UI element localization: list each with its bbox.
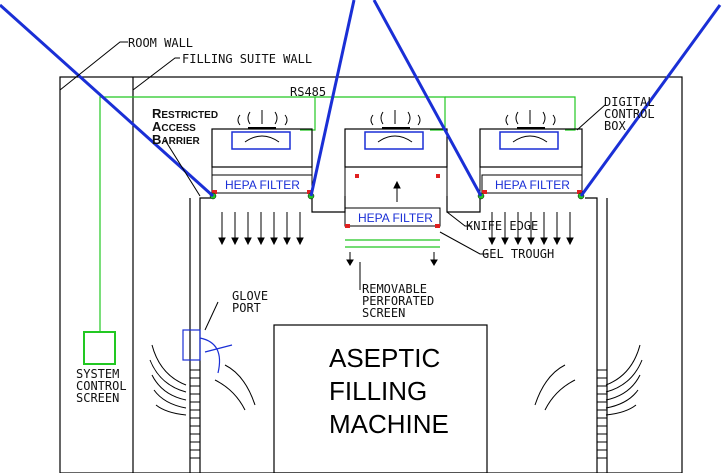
- machine-line-2: FILLING: [329, 376, 427, 406]
- beam-lines: [0, 0, 722, 198]
- control-screen-label: CONTROL: [76, 379, 127, 393]
- left-arrows: [218, 212, 304, 246]
- ffu-center: [344, 110, 448, 227]
- wall-bays: [190, 369, 607, 459]
- center-up-arrow: [393, 180, 401, 202]
- filling-machine: [273, 324, 488, 473]
- system-label: SYSTEM: [76, 367, 119, 381]
- center-step: [311, 196, 346, 213]
- digital-label: DIGITAL: [604, 95, 655, 109]
- exhaust-inner: [214, 364, 576, 411]
- rab-line-2: ACCESS: [152, 119, 196, 134]
- rs485-label: RS485: [290, 85, 326, 99]
- barrier-enclosure-right: [585, 197, 598, 473]
- ffu-right: [479, 110, 583, 196]
- glove-port[interactable]: [182, 329, 233, 374]
- red-markers: [212, 174, 582, 228]
- barrier-enclosure: [199, 197, 213, 473]
- hepa-filter-right: HEPA FILTER: [495, 178, 570, 192]
- gel-trough-label: GEL TROUGH: [482, 247, 554, 261]
- glove-label: GLOVE: [232, 289, 268, 303]
- right-arrows: [488, 212, 574, 246]
- control-wiring: [83, 96, 576, 365]
- downflow-arrows: [218, 180, 574, 266]
- room-wall-outline: [59, 76, 683, 473]
- room-wall-label: ROOM WALL: [128, 36, 193, 50]
- knife-edge-label: KNIFE EDGE: [466, 219, 538, 233]
- perforated-label: PERFORATED: [362, 294, 434, 308]
- machine-line-1: ASEPTIC: [329, 343, 440, 373]
- rab-line-3: BARRIER: [152, 132, 201, 147]
- center-small-arrows: [346, 252, 438, 266]
- leader-lines: [59, 41, 606, 331]
- exhaust-left: [149, 344, 187, 416]
- hepa-filter-center: HEPA FILTER: [358, 211, 433, 225]
- filling-suite-wall-label: FILLING SUITE WALL: [182, 52, 312, 66]
- machine-line-3: MACHINE: [329, 409, 449, 439]
- center-step-right: [446, 196, 481, 213]
- exhaust-right: [605, 344, 643, 416]
- walls: [59, 76, 683, 473]
- system-control-screen[interactable]: [83, 331, 116, 365]
- screen-label: SCREEN: [362, 306, 405, 320]
- screen-word-label: SCREEN: [76, 391, 119, 405]
- control-label: CONTROL: [604, 107, 655, 121]
- box-label: BOX: [604, 119, 626, 133]
- rab-line-1: RESTRICTED: [152, 106, 218, 121]
- hepa-filter-left: HEPA FILTER: [225, 178, 300, 192]
- port-label: PORT: [232, 301, 261, 315]
- removable-label: REMOVABLE: [362, 282, 427, 296]
